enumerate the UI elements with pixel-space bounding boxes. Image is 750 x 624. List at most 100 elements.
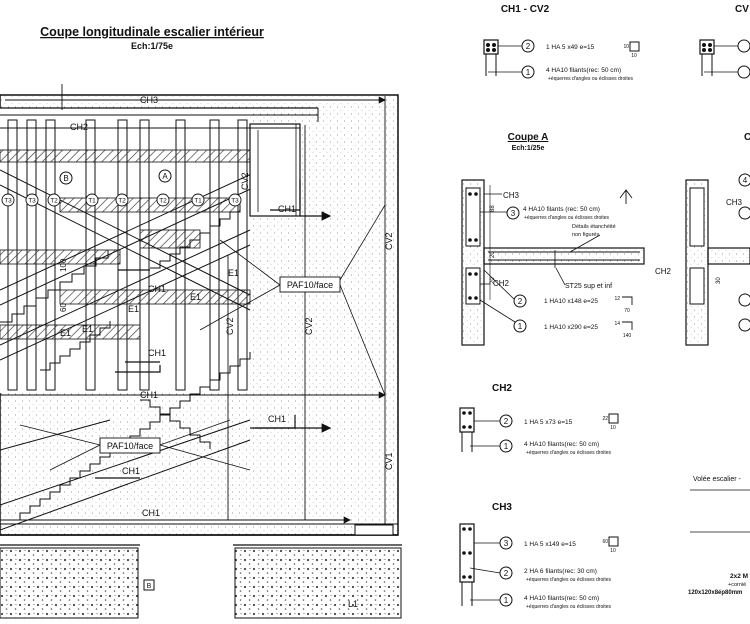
section-title: Coupe longitudinale escalier intérieur (40, 25, 264, 39)
ch1cv2-note2: 1 HA 5 x49 e=15 (546, 44, 595, 51)
svg-text:10: 10 (631, 53, 637, 59)
label-ch1-upper: CH1 (278, 204, 296, 214)
svg-text:T2: T2 (50, 198, 58, 205)
label-ch1-mid: CH1 (148, 284, 166, 294)
label-l1: L1 (348, 599, 358, 609)
svg-text:20: 20 (490, 251, 496, 258)
svg-text:140: 140 (623, 333, 632, 339)
label-dim-100: 100 (59, 258, 68, 272)
label-ch1-mid2: CH1 (148, 348, 166, 358)
ch1cv2-title: CH1 - CV2 (501, 4, 550, 15)
svg-text:2: 2 (526, 42, 531, 51)
ch1cv2-note1b: +équerres d'angles ou éclisses droites (548, 76, 634, 82)
footing (354, 524, 394, 536)
svg-text:10: 10 (623, 44, 629, 50)
ch2-note2: 1 HA 5 x73 e=15 (524, 419, 573, 426)
svg-text:3: 3 (504, 539, 509, 548)
svg-text:T3: T3 (28, 198, 36, 205)
foundation-right (234, 547, 402, 619)
label-e1-e: E1 (60, 328, 71, 338)
coupea-note1: 1 HA10 x290 e=25 (544, 324, 598, 331)
svg-text:12: 12 (614, 296, 620, 302)
ch3-note2: 2 HA 6 filants(rec: 30 cm) (524, 568, 597, 575)
ch3-title: CH3 (492, 502, 512, 513)
svg-text:14: 14 (614, 321, 620, 327)
label-ch3: CH3 (140, 95, 158, 105)
svg-text:20: 20 (490, 277, 496, 284)
detail-ch2: CH2 2 1 1 HA 5 x73 e=15 4 HA10 filants(r… (459, 383, 619, 456)
detail-coupe-a: Coupe A Ech:1/25e 88 20 20 (461, 132, 750, 346)
right-partial-notes: Volée escalier - 2x2 M +cornié 120x120x8… (688, 476, 750, 596)
ch2-note1b: +équerres d'angles ou éclisses droites (526, 450, 612, 456)
cv-partial-title: CV (735, 4, 749, 15)
coupea-ch2: CH2 (493, 279, 510, 288)
ch2-title: CH2 (492, 383, 512, 394)
coupea-scale: Ech:1/25e (512, 145, 545, 152)
paf-box-lower (99, 437, 161, 454)
svg-text:T3: T3 (4, 198, 12, 205)
coupea-title: Coupe A (508, 132, 549, 143)
svg-text:T1: T1 (88, 198, 96, 205)
coupe-partial-title: C (744, 132, 750, 143)
ch2-note1: 4 HA10 filants(rec: 50 cm) (524, 441, 599, 448)
svg-text:2: 2 (504, 569, 509, 578)
label-cv2-top: CV2 (240, 172, 250, 190)
dimension-lines (0, 84, 386, 525)
leader-lines (19, 204, 386, 471)
label-ch1-bottom: CH1 (142, 508, 160, 518)
svg-text:1: 1 (518, 322, 523, 331)
detail-ch3: CH3 3 2 1 1 HA 5 x149 e=15 2 HA 6 filant… (459, 502, 619, 610)
ch1-rebar-marks (95, 180, 332, 479)
label-ch1-mid3: CH1 (140, 390, 158, 400)
stair-profiles (0, 205, 251, 521)
svg-text:CH2: CH2 (655, 267, 672, 276)
marker-b-bottom: B (147, 583, 152, 590)
svg-text:2: 2 (504, 417, 509, 426)
ch3-note2b: +équerres d'angles ou éclisses droites (526, 577, 612, 583)
svg-text:60: 60 (602, 539, 608, 545)
coupea-st25: ST25 sup et inf (565, 283, 612, 290)
svg-text:10: 10 (610, 425, 616, 431)
paf-label-upper: PAF10/face (287, 280, 333, 290)
detail-ch1-cv2: CH1 - CV2 2 1 1 HA 5 x49 e=15 4 HA10 fil… (483, 4, 750, 82)
lower-flight-outlines (0, 419, 251, 531)
foundation-left (0, 547, 139, 619)
svg-text:30: 30 (716, 277, 722, 284)
svg-text:T1: T1 (194, 198, 202, 205)
ch3-note1b: +équerres d'angles ou éclisses droites (526, 604, 612, 610)
label-e1-a: E1 (228, 268, 239, 278)
paf-label-lower: PAF10/face (107, 441, 153, 451)
marker-b: B (63, 174, 68, 183)
svg-text:10: 10 (610, 548, 616, 554)
door-frame (257, 124, 297, 216)
label-cv2-mid: CV2 (304, 317, 314, 335)
svg-text:T2: T2 (159, 198, 167, 205)
t-markers: T3 T2 T1 T2 T2 T1 T3 T3 (1, 193, 242, 207)
section-scale: Ech:1/75e (131, 41, 173, 51)
longitudinal-section: Coupe longitudinale escalier intérieur E… (0, 25, 402, 619)
svg-text:T2: T2 (118, 198, 126, 205)
bottom-note-2: +cornié (728, 582, 746, 588)
label-cv1: CV1 (384, 452, 394, 470)
label-cv2-left: CV2 (225, 317, 235, 335)
bottom-note-1: 2x2 M (730, 573, 748, 580)
svg-text:3: 3 (511, 209, 516, 218)
bottom-note-3: 120x120x8ép80mm (688, 590, 742, 596)
label-cv2-right: CV2 (384, 232, 394, 250)
coupea-note2: 1 HA10 x148 e=25 (544, 298, 598, 305)
label-ch2: CH2 (70, 122, 88, 132)
svg-text:1: 1 (504, 442, 509, 451)
coupea-details2: non figurés (572, 232, 599, 238)
svg-text:1: 1 (526, 68, 531, 77)
coupea-note3b: +équerres d'angles ou éclisses droites (524, 215, 610, 221)
ch3-note1: 4 HA10 filants(rec: 50 cm) (524, 595, 599, 602)
label-e1-c: E1 (128, 304, 139, 314)
svg-text:22: 22 (602, 416, 608, 422)
svg-text:1: 1 (504, 596, 509, 605)
flight-bands (0, 169, 271, 361)
volee-label: Volée escalier - (693, 476, 742, 483)
doorway (249, 123, 301, 217)
label-e1-b: E1 (190, 292, 201, 302)
label-e1-d: E1 (82, 324, 93, 334)
coupea-note3: 4 HA10 filants (rec: 50 cm) (523, 206, 600, 213)
